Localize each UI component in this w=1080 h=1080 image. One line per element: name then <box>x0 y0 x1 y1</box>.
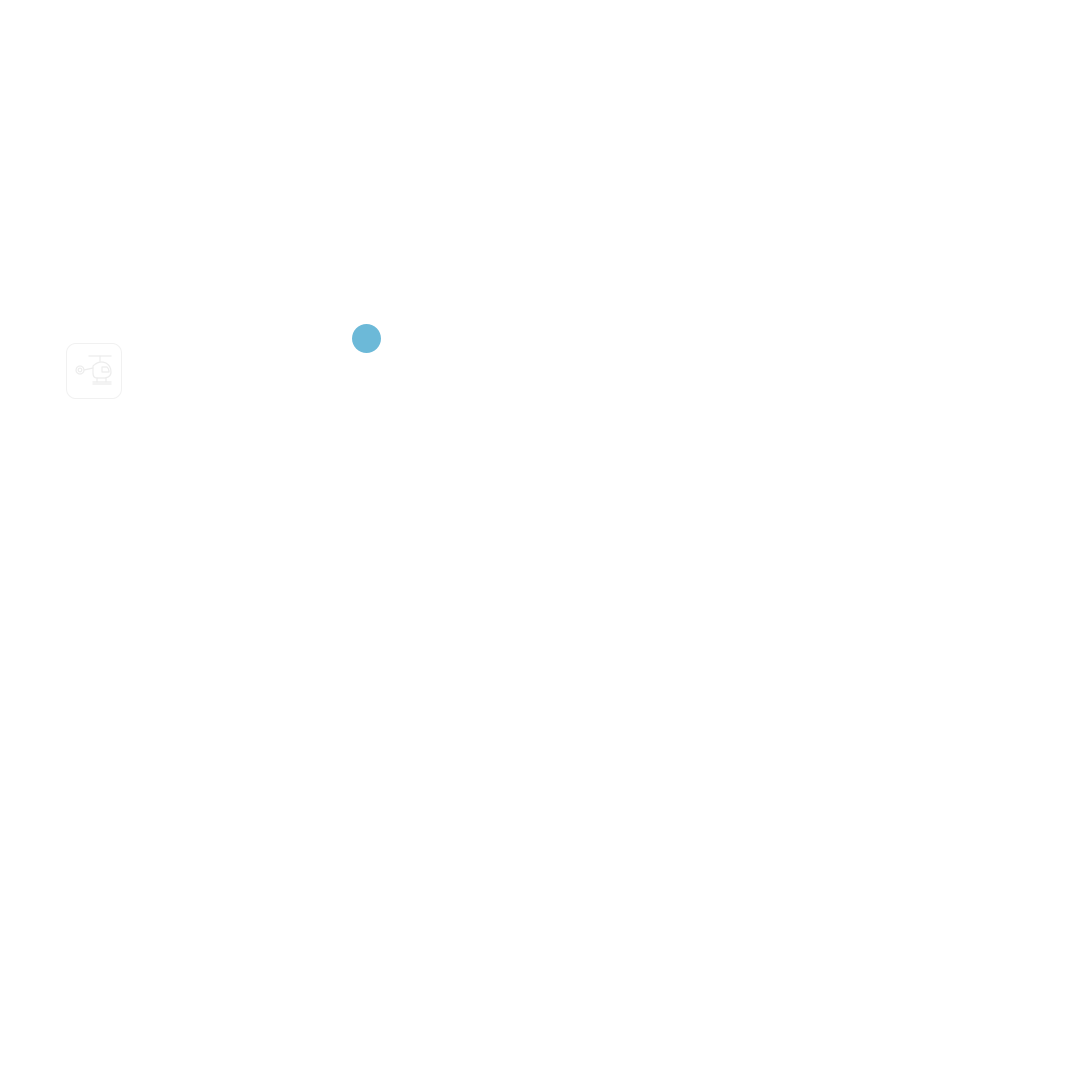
helicopter-icon <box>75 355 112 385</box>
helicopter-app-tile[interactable] <box>66 343 122 399</box>
dot-indicator <box>352 324 381 353</box>
